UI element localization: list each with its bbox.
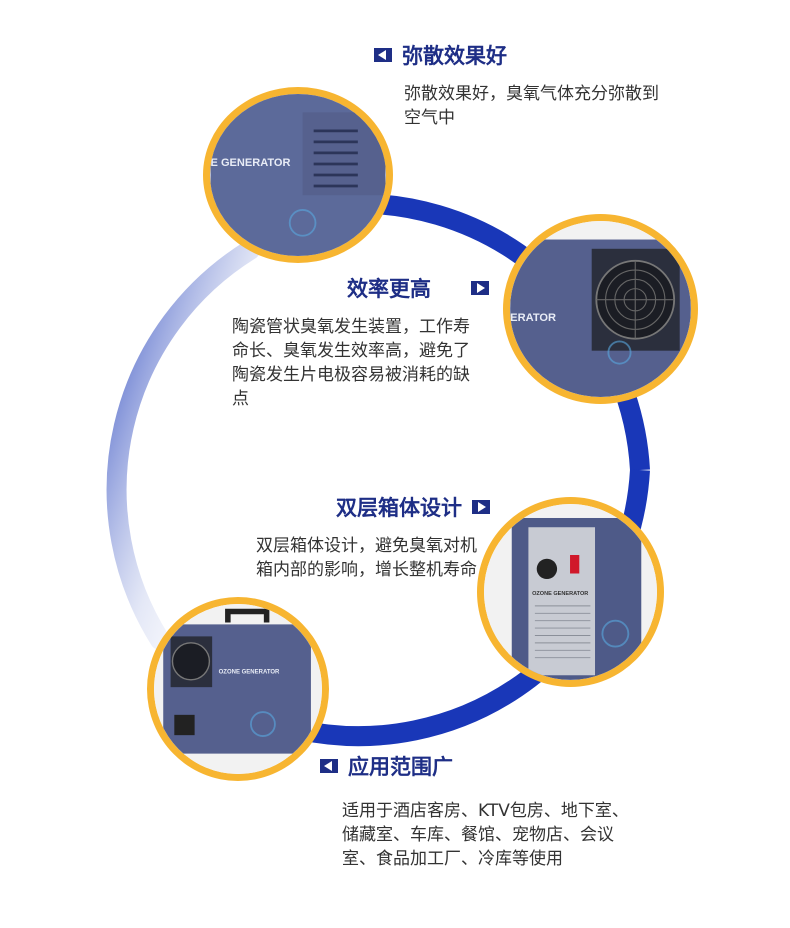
feature-double-layer: 双层箱体设计 双层箱体设计，避免臭氧对机箱内部的影响，增长整机寿命 (256, 492, 516, 582)
feature-diffusion: 弥散效果好 弥散效果好，臭氧气体充分弥散到空气中 (374, 40, 674, 130)
feature-title: 应用范围广 (348, 755, 453, 779)
feature-efficiency: 效率更高 陶瓷管状臭氧发生装置，工作寿命长、臭氧发生效率高，避免了陶瓷发生片电极… (232, 273, 497, 411)
feature-title-row: 效率更高 (347, 273, 497, 303)
arrow-left-icon (320, 759, 338, 773)
feature-title: 效率更高 (347, 277, 431, 301)
feature-title: 双层箱体设计 (336, 496, 462, 520)
feature-desc: 弥散效果好，臭氧气体充分弥散到空气中 (404, 84, 659, 128)
feature-title-row: 双层箱体设计 (336, 492, 516, 522)
arrow-left-icon (374, 48, 392, 62)
product-photo-left-bottom: OZONE GENERATOR (147, 597, 329, 781)
product-label-left-bottom: OZONE GENERATOR (219, 669, 280, 675)
arrow-right-icon (472, 500, 490, 514)
feature-title-row: 弥散效果好 (374, 40, 674, 70)
feature-title: 弥散效果好 (402, 44, 507, 68)
feature-title-row: 应用范围广 (320, 751, 640, 781)
feature-wide-application: 应用范围广 适用于酒店客房、KTV包房、地下室、储藏室、车库、餐馆、宠物店、会议… (320, 751, 640, 871)
product-label-right-top: ERATOR (510, 312, 556, 324)
feature-desc: 双层箱体设计，避免臭氧对机箱内部的影响，增长整机寿命 (256, 536, 477, 580)
arrow-right-icon (471, 281, 489, 295)
product-photo-top: E GENERATOR (203, 87, 393, 263)
product-photo-right-bottom: OZONE GENERATOR (477, 497, 664, 687)
feature-desc: 适用于酒店客房、KTV包房、地下室、储藏室、车库、餐馆、宠物店、会议室、食品加工… (342, 801, 629, 869)
product-label-top: E GENERATOR (211, 157, 291, 169)
product-photo-right-top: ERATOR (503, 214, 698, 404)
product-label-right-bottom: OZONE GENERATOR (532, 591, 588, 597)
feature-desc: 陶瓷管状臭氧发生装置，工作寿命长、臭氧发生效率高，避免了陶瓷发生片电极容易被消耗… (232, 317, 470, 409)
